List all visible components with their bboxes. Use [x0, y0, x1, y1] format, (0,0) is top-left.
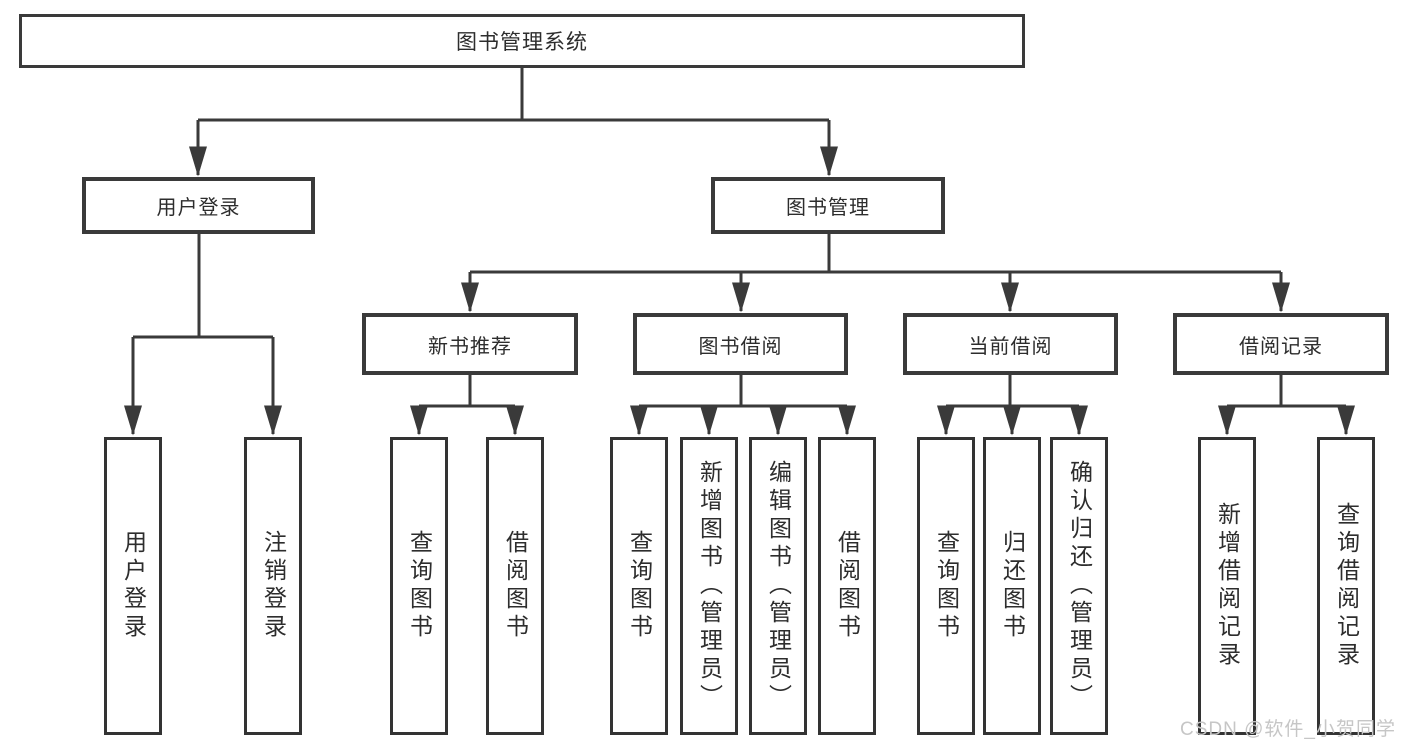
leaf-newbook-query-book: 查询图书 [390, 437, 448, 735]
leaf-confirm-return-admin: 确认归还（管理员） [1050, 437, 1108, 735]
leaf-edit-book-admin: 编辑图书（管理员） [749, 437, 807, 735]
node-book-management: 图书管理 [711, 177, 945, 234]
leaf-query-borrow-record: 查询借阅记录 [1317, 437, 1375, 735]
node-borrow-record: 借阅记录 [1173, 313, 1389, 375]
leaf-newbook-borrow-book: 借阅图书 [486, 437, 544, 735]
leaf-logout: 注销登录 [244, 437, 302, 735]
leaf-return-book: 归还图书 [983, 437, 1041, 735]
node-root-library-system: 图书管理系统 [19, 14, 1025, 68]
leaf-borrow-query-book: 查询图书 [610, 437, 668, 735]
node-new-book-recommend: 新书推荐 [362, 313, 578, 375]
node-book-borrow: 图书借阅 [633, 313, 848, 375]
node-user-login: 用户登录 [82, 177, 315, 234]
leaf-user-login: 用户登录 [104, 437, 162, 735]
leaf-borrow-book: 借阅图书 [818, 437, 876, 735]
node-current-borrow: 当前借阅 [903, 313, 1118, 375]
leaf-current-query-book: 查询图书 [917, 437, 975, 735]
csdn-watermark: CSDN @软件_小贺同学 [1180, 719, 1396, 740]
leaf-add-borrow-record: 新增借阅记录 [1198, 437, 1256, 735]
leaf-add-book-admin: 新增图书（管理员） [680, 437, 738, 735]
